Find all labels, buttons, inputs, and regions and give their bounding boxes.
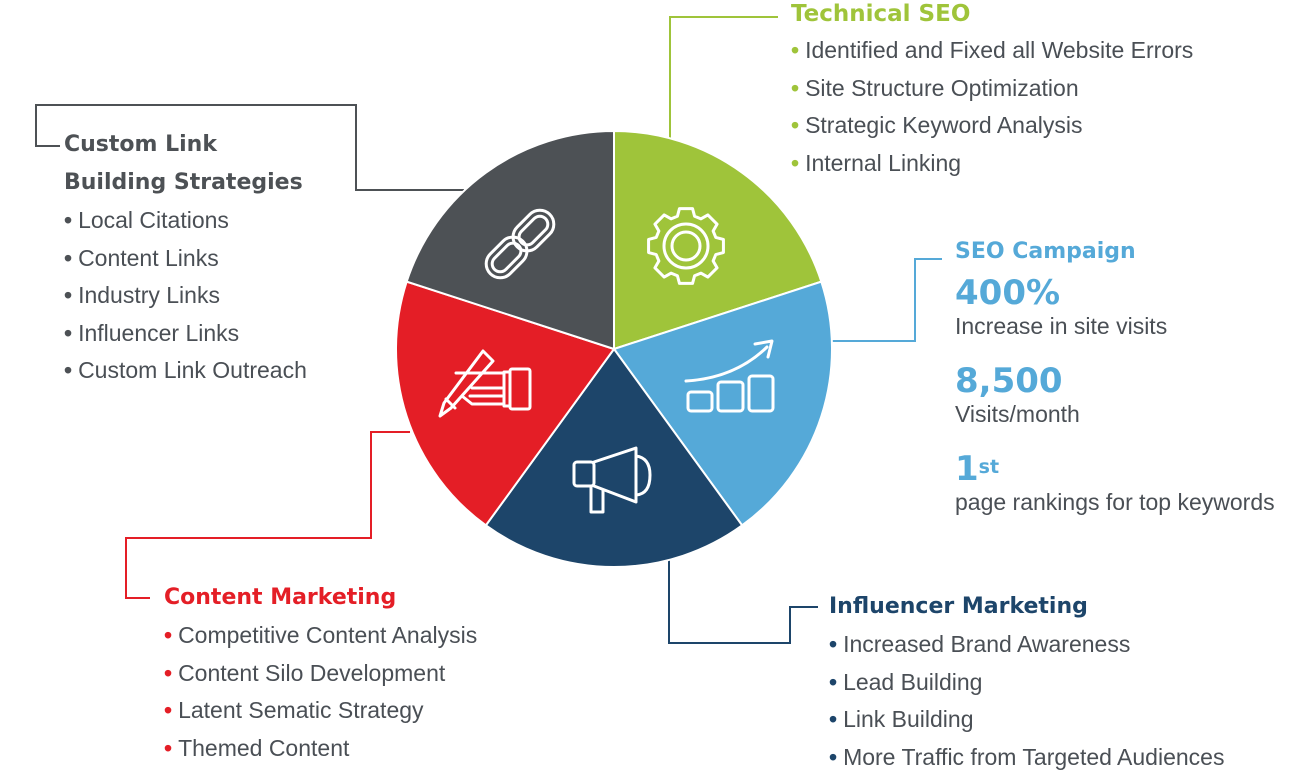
custom-link-list: •Local Citations •Content Links •Industr… — [64, 202, 307, 390]
list-item: •Identified and Fixed all Website Errors — [791, 32, 1193, 70]
connector-influencer-marketing — [669, 560, 818, 643]
content-marketing-list: •Competitive Content Analysis •Content S… — [164, 617, 477, 767]
content-marketing-title: Content Marketing — [164, 579, 477, 617]
connector-technical-seo — [670, 17, 778, 140]
stat-visits-month: 8,500 Visits/month — [955, 362, 1275, 428]
custom-link-title-line1: Custom Link — [64, 132, 217, 157]
technical-seo-list: •Identified and Fixed all Website Errors… — [791, 32, 1193, 182]
stat-page-rank: 1st page rankings for top keywords — [955, 450, 1275, 516]
stat-value: 400% — [955, 274, 1275, 312]
influencer-marketing-title: Influencer Marketing — [829, 588, 1224, 626]
list-item: •More Traffic from Targeted Audiences — [829, 739, 1224, 776]
list-item: •Latent Sematic Strategy — [164, 692, 477, 730]
list-item: •Local Citations — [64, 202, 307, 240]
list-item: •Site Structure Optimization — [791, 70, 1193, 108]
list-item: •Increased Brand Awareness — [829, 626, 1224, 664]
list-item: •Link Building — [829, 701, 1224, 739]
technical-seo-title: Technical SEO — [791, 0, 1193, 28]
stat-value: 8,500 — [955, 362, 1275, 400]
stat-superscript: st — [979, 456, 999, 478]
list-item: •Internal Linking — [791, 145, 1193, 183]
influencer-marketing-block: Influencer Marketing •Increased Brand Aw… — [829, 588, 1224, 776]
list-item: •Themed Content — [164, 730, 477, 768]
stat-visits-increase: 400% Increase in site visits — [955, 274, 1275, 340]
custom-link-title: Custom Link Building Strategies — [64, 126, 307, 202]
stat-label: Increase in site visits — [955, 312, 1275, 340]
seo-campaign-title: SEO Campaign — [955, 236, 1275, 268]
list-item: •Lead Building — [829, 664, 1224, 702]
influencer-marketing-list: •Increased Brand Awareness •Lead Buildin… — [829, 626, 1224, 776]
list-item: •Influencer Links — [64, 315, 307, 353]
seo-campaign-block: SEO Campaign 400% Increase in site visit… — [955, 236, 1275, 516]
technical-seo-block: Technical SEO •Identified and Fixed all … — [791, 0, 1193, 182]
stat-label: Visits/month — [955, 400, 1275, 428]
list-item: •Strategic Keyword Analysis — [791, 107, 1193, 145]
list-item: •Custom Link Outreach — [64, 352, 307, 390]
connector-seo-campaign — [832, 259, 942, 341]
content-marketing-block: Content Marketing •Competitive Content A… — [164, 579, 477, 767]
connector-content-marketing — [126, 432, 410, 598]
list-item: •Content Links — [64, 240, 307, 278]
list-item: •Competitive Content Analysis — [164, 617, 477, 655]
list-item: •Content Silo Development — [164, 655, 477, 693]
stat-label: page rankings for top keywords — [955, 488, 1275, 516]
custom-link-block: Custom Link Building Strategies •Local C… — [64, 126, 307, 390]
custom-link-title-line2: Building Strategies — [64, 170, 303, 195]
stat-value: 1st — [955, 450, 1275, 488]
list-item: •Industry Links — [64, 277, 307, 315]
